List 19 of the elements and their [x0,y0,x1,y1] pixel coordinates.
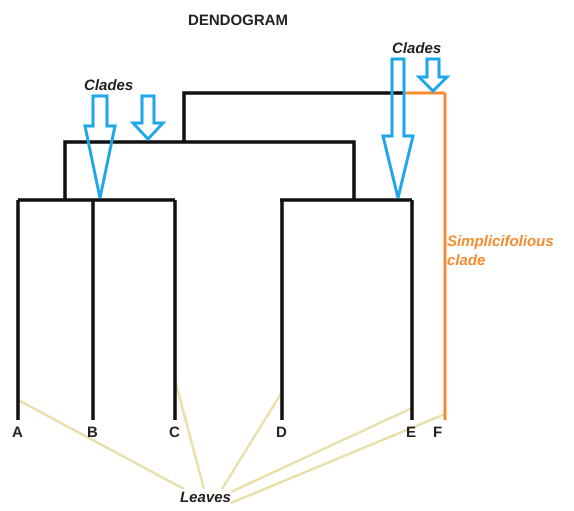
block-arrow [130,94,166,142]
leaf-label: A [12,424,23,441]
leaf-label: F [433,424,442,441]
leaf-label: E [406,424,416,441]
leader-line [17,398,185,490]
leader-line [220,391,284,490]
leader-line [230,412,446,504]
annotation-text: Leaves [180,489,231,506]
block-arrow [83,94,117,200]
leader-line [230,406,413,494]
block-arrow [381,58,415,200]
clade-label: Simplicifolious clade [447,232,555,270]
annotation-text: Clades [392,40,442,57]
leaf-label: C [169,424,180,441]
diagram-title: DENDOGRAM [188,12,288,29]
leaf-label: B [87,424,98,441]
block-arrow [415,58,451,94]
annotation-text: Clades [84,77,134,94]
leaf-label: D [276,424,287,441]
